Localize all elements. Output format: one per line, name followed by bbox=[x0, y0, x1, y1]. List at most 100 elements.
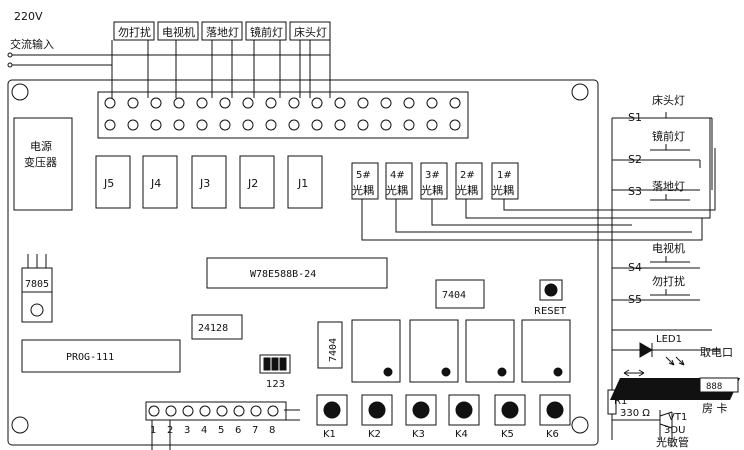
terminal-screw bbox=[173, 97, 185, 109]
mount-hole bbox=[11, 416, 29, 434]
connector-terminal bbox=[165, 405, 177, 417]
terminal-screw bbox=[334, 119, 346, 131]
relay-label: J2 bbox=[247, 177, 258, 190]
mount-hole bbox=[571, 416, 589, 434]
connector-terminal bbox=[216, 405, 228, 417]
phototransistor-model: 3DU bbox=[664, 425, 685, 436]
pcb-board bbox=[7, 79, 599, 446]
terminal-screw bbox=[242, 97, 254, 109]
terminal-screw bbox=[104, 97, 116, 109]
key-label: K1 bbox=[323, 429, 336, 440]
terminal-screw bbox=[380, 119, 392, 131]
terminal-screw bbox=[426, 97, 438, 109]
key-label: K2 bbox=[368, 429, 381, 440]
load-label: 床头灯 bbox=[294, 25, 327, 39]
opto-label: 光耦 bbox=[456, 183, 478, 197]
dip-label: 123 bbox=[266, 379, 285, 390]
terminal-screw bbox=[196, 119, 208, 131]
relay-j4 bbox=[142, 155, 178, 209]
led-label: LED1 bbox=[656, 334, 682, 345]
opto-label: 光耦 bbox=[492, 183, 514, 197]
terminal-screw bbox=[403, 97, 415, 109]
connector-terminal bbox=[182, 405, 194, 417]
key-label: K3 bbox=[412, 429, 425, 440]
relay-label: J5 bbox=[103, 177, 114, 190]
switch-id: S5 bbox=[628, 293, 642, 306]
terminal-screw bbox=[173, 119, 185, 131]
ic7404-label: 7404 bbox=[328, 338, 339, 362]
switch-label: 勿打扰 bbox=[652, 274, 685, 288]
key-label: K5 bbox=[501, 429, 514, 440]
terminal-screw bbox=[265, 97, 277, 109]
opto-label: 光耦 bbox=[386, 183, 408, 197]
phototransistor-name: VT1 bbox=[668, 412, 687, 423]
power-label: 交流输入 bbox=[10, 37, 54, 51]
terminal-screw bbox=[449, 97, 461, 109]
card-text: 888 bbox=[706, 382, 722, 392]
terminal-number: 6 bbox=[235, 425, 241, 436]
terminal-number: 4 bbox=[201, 425, 207, 436]
mcu-label: W78E588B-24 bbox=[250, 269, 316, 280]
terminal-number: 2 bbox=[167, 425, 173, 436]
terminal-screw bbox=[127, 97, 139, 109]
switch-id: S3 bbox=[628, 185, 642, 198]
relay-label: J1 bbox=[297, 177, 308, 190]
key-label: K4 bbox=[455, 429, 468, 440]
terminal-number: 3 bbox=[184, 425, 190, 436]
resistor-value: 330 Ω bbox=[620, 408, 650, 419]
opto-num: 4# bbox=[390, 170, 405, 181]
connector-terminal bbox=[250, 405, 262, 417]
relay-j2 bbox=[239, 155, 275, 209]
mcu-chip bbox=[206, 257, 388, 289]
terminal-screw bbox=[104, 119, 116, 131]
connector-terminal bbox=[148, 405, 160, 417]
connector-terminal bbox=[267, 405, 279, 417]
load-label: 电视机 bbox=[162, 25, 195, 39]
switch-id: S1 bbox=[628, 111, 642, 124]
load-label: 镜前灯 bbox=[250, 25, 283, 39]
regulator-label: 7805 bbox=[25, 279, 49, 290]
terminal-screw bbox=[196, 97, 208, 109]
ic7404-label: 7404 bbox=[442, 290, 466, 301]
key-label: K6 bbox=[546, 429, 559, 440]
transformer-label: 电源 bbox=[30, 139, 52, 153]
terminal-screw bbox=[380, 97, 392, 109]
terminal-screw bbox=[150, 97, 162, 109]
terminal-screw bbox=[288, 119, 300, 131]
switch-label: 床头灯 bbox=[652, 93, 685, 107]
load-label: 落地灯 bbox=[206, 26, 239, 39]
connector-terminal bbox=[233, 405, 245, 417]
resistor-name: R1 bbox=[614, 396, 627, 407]
switch-id: S2 bbox=[628, 153, 642, 166]
opto-label: 光耦 bbox=[352, 183, 374, 197]
relay-j3 bbox=[191, 155, 227, 209]
terminal-screw bbox=[357, 119, 369, 131]
terminal-screw bbox=[311, 119, 323, 131]
terminal-number: 5 bbox=[218, 425, 224, 436]
opto-num: 3# bbox=[425, 170, 440, 181]
mount-hole bbox=[571, 83, 589, 101]
terminal-screw bbox=[219, 119, 231, 131]
terminal-screw bbox=[403, 119, 415, 131]
card-slot-label: 取电口 bbox=[700, 346, 733, 359]
relay-j5 bbox=[95, 155, 131, 209]
prog-label: PROG-111 bbox=[66, 352, 114, 363]
terminal-screw bbox=[288, 97, 300, 109]
terminal-number: 8 bbox=[269, 425, 275, 436]
card-label: 房 卡 bbox=[702, 402, 728, 415]
switch-label: 落地灯 bbox=[652, 180, 685, 193]
opto-num: 1# bbox=[497, 170, 512, 181]
terminal-screw bbox=[265, 119, 277, 131]
eeprom-label: 24128 bbox=[198, 323, 228, 334]
terminal-screw bbox=[127, 119, 139, 131]
opto-num: 2# bbox=[460, 170, 475, 181]
power-transformer bbox=[13, 117, 73, 211]
switch-id: S4 bbox=[628, 261, 642, 274]
relay-label: J4 bbox=[150, 177, 161, 190]
terminal-screw bbox=[150, 119, 162, 131]
terminal-number: 7 bbox=[252, 425, 258, 436]
switch-label: 电视机 bbox=[652, 241, 685, 255]
phototransistor-label: 光敏管 bbox=[656, 435, 689, 449]
terminal-number: 1 bbox=[150, 425, 156, 436]
